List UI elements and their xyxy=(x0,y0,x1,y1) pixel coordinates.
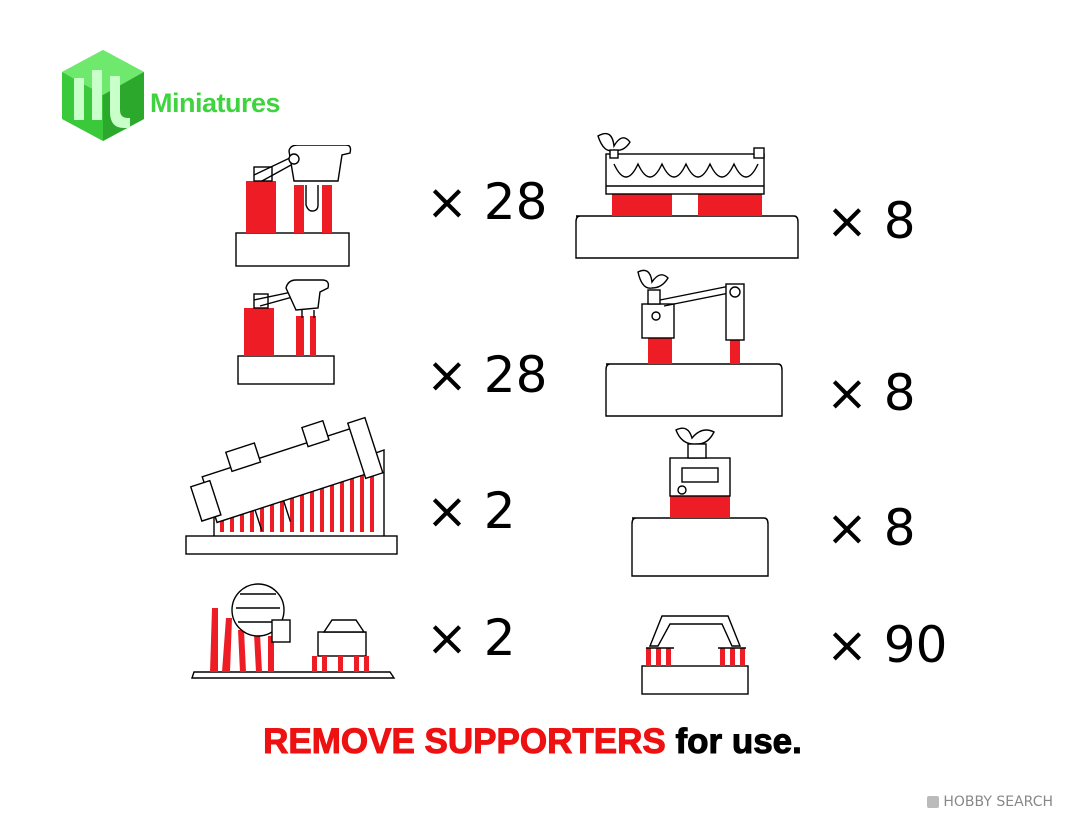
instruction-text: REMOVE SUPPORTERS for use. xyxy=(0,722,1065,762)
quantity-label: × 2 xyxy=(426,482,516,540)
part-illustration xyxy=(235,145,352,267)
quantity-label: × 8 xyxy=(826,499,916,557)
instruction-emphasis: REMOVE SUPPORTERS xyxy=(263,722,667,762)
quantity-label: × 8 xyxy=(826,192,916,250)
part-illustration xyxy=(641,615,749,695)
quantity-label: × 2 xyxy=(426,609,516,667)
part-illustration xyxy=(185,416,398,555)
watermark-text: HOBBY SEARCH xyxy=(943,794,1053,810)
part-illustration xyxy=(191,583,396,679)
instruction-rest: for use. xyxy=(675,722,802,762)
quantity-label: × 8 xyxy=(826,364,916,422)
part-illustration xyxy=(605,269,783,417)
quantity-label: × 28 xyxy=(426,346,548,404)
logo-text: Miniatures xyxy=(150,88,281,118)
watermark: HOBBY SEARCH xyxy=(927,794,1053,810)
quantity-label: × 28 xyxy=(426,173,548,231)
part-illustration xyxy=(237,279,335,385)
watermark-icon xyxy=(927,796,940,808)
logo-icon xyxy=(62,50,144,141)
part-illustration xyxy=(631,427,769,577)
quantity-label: × 90 xyxy=(826,616,948,674)
part-illustration xyxy=(575,132,799,259)
